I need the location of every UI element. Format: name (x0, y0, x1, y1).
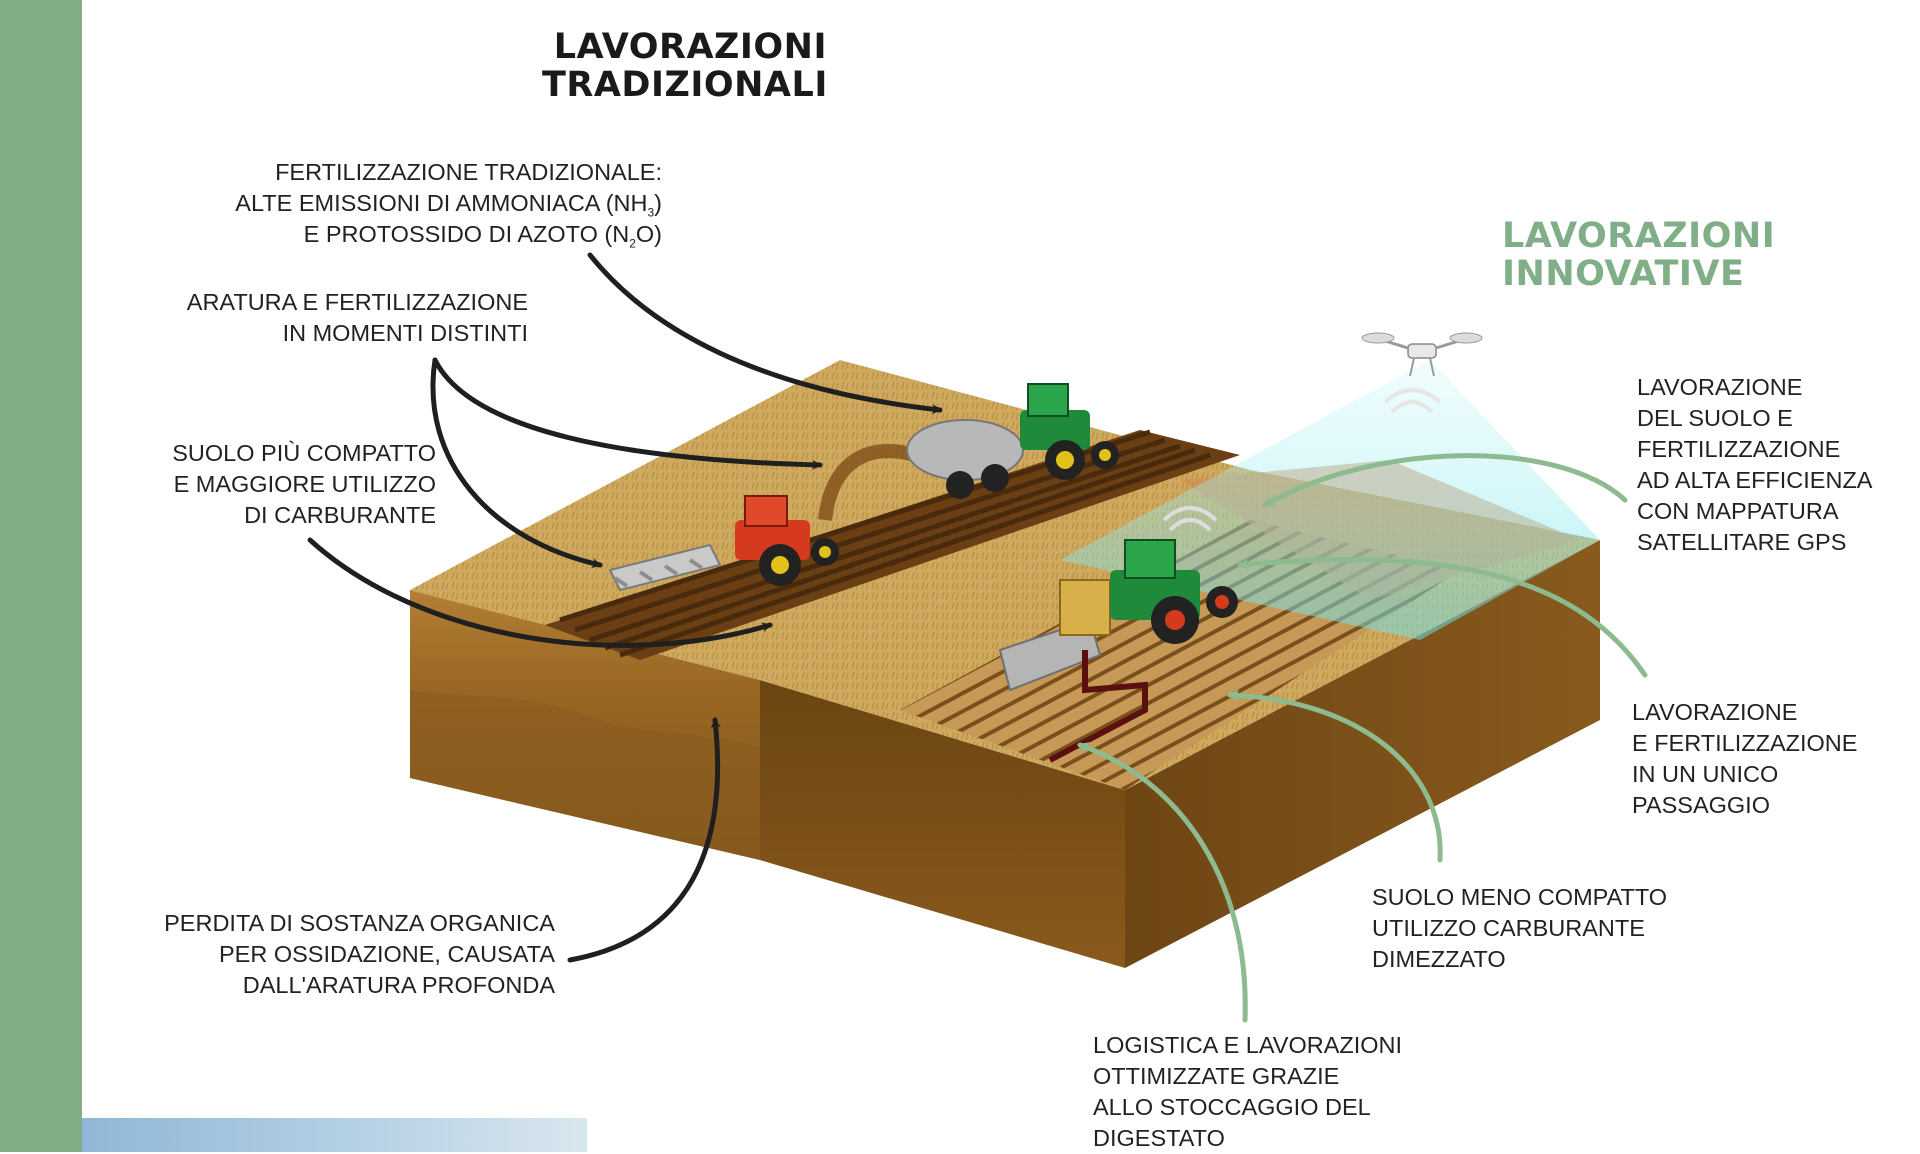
label-perdita: PERDITA DI SOSTANZA ORGANICA PER OSSIDAZ… (164, 910, 555, 998)
arrow-unico-passaggio (1237, 557, 1648, 678)
arrow-fertilizzazione (587, 252, 943, 415)
label-fertilizzazione-tradizionale: FERTILIZZAZIONE TRADIZIONALE: ALTE EMISS… (235, 159, 662, 251)
label-unico-passaggio: LAVORAZIONE E FERTILIZZAZIONE IN UN UNIC… (1632, 699, 1858, 818)
arrow-suolo-compatto (307, 537, 773, 648)
plough-furrows (559, 429, 1211, 658)
wifi-signal-icon (1162, 388, 1442, 532)
heading-traditional: LAVORAZIONI TRADIZIONALI (542, 27, 828, 105)
label-suolo-meno: SUOLO MENO COMPATTO UTILIZZO CARBURANTE … (1372, 884, 1668, 972)
arrow-suolo-meno (1227, 689, 1443, 863)
tractor-icon (1020, 383, 1119, 480)
sidebar-band (0, 0, 82, 1152)
heading-innovative: LAVORAZIONI INNOVATIVE (1502, 216, 1776, 294)
arrow-gps (1262, 453, 1628, 508)
soil-layer-line (410, 690, 760, 860)
tractor-icon (735, 495, 839, 586)
sky-photo-strip (82, 1118, 587, 1152)
plough-icon (608, 543, 722, 592)
soil-block (410, 540, 1600, 968)
arrow-perdita (567, 717, 721, 963)
soil-front-right (760, 680, 1125, 968)
traditional-arrows (307, 252, 943, 963)
arrow-aratura-tanker (432, 357, 823, 470)
label-logistica: LOGISTICA E LAVORAZIONI OTTIMIZZATE GRAZ… (1093, 1032, 1403, 1151)
label-suolo-compatto: SUOLO PIÙ COMPATTO E MAGGIORE UTILIZZO D… (172, 440, 436, 528)
ploughed-strip (545, 430, 1240, 660)
slurry-spray (818, 444, 917, 521)
tractor-icon (1110, 539, 1238, 644)
arrow-aratura-plough (430, 357, 603, 569)
innovative-arrows (1077, 453, 1648, 1023)
tanker-icon (906, 419, 1024, 499)
label-gps: LAVORAZIONE DEL SUOLO E FERTILIZZAZIONE … (1637, 374, 1873, 555)
label-aratura: ARATURA E FERTILIZZAZIONE IN MOMENTI DIS… (186, 289, 528, 346)
soil-side-right (1125, 540, 1600, 968)
cultivator-icon (998, 579, 1148, 763)
drone-icon (1361, 332, 1483, 377)
arrow-logistica (1077, 742, 1248, 1023)
